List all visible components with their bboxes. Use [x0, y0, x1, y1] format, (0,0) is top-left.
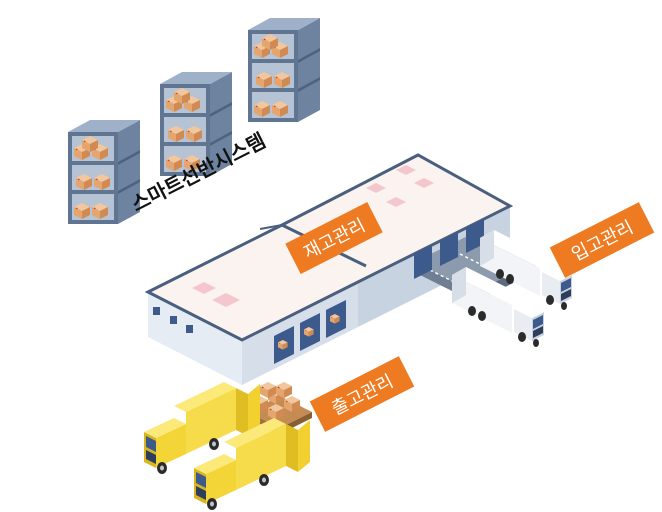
shelf-unit-1: [68, 120, 140, 224]
outbound-tag: 출고관리: [309, 356, 415, 432]
inbound-tag: 입고관리: [549, 202, 655, 278]
shelf-unit-3: [248, 18, 320, 122]
